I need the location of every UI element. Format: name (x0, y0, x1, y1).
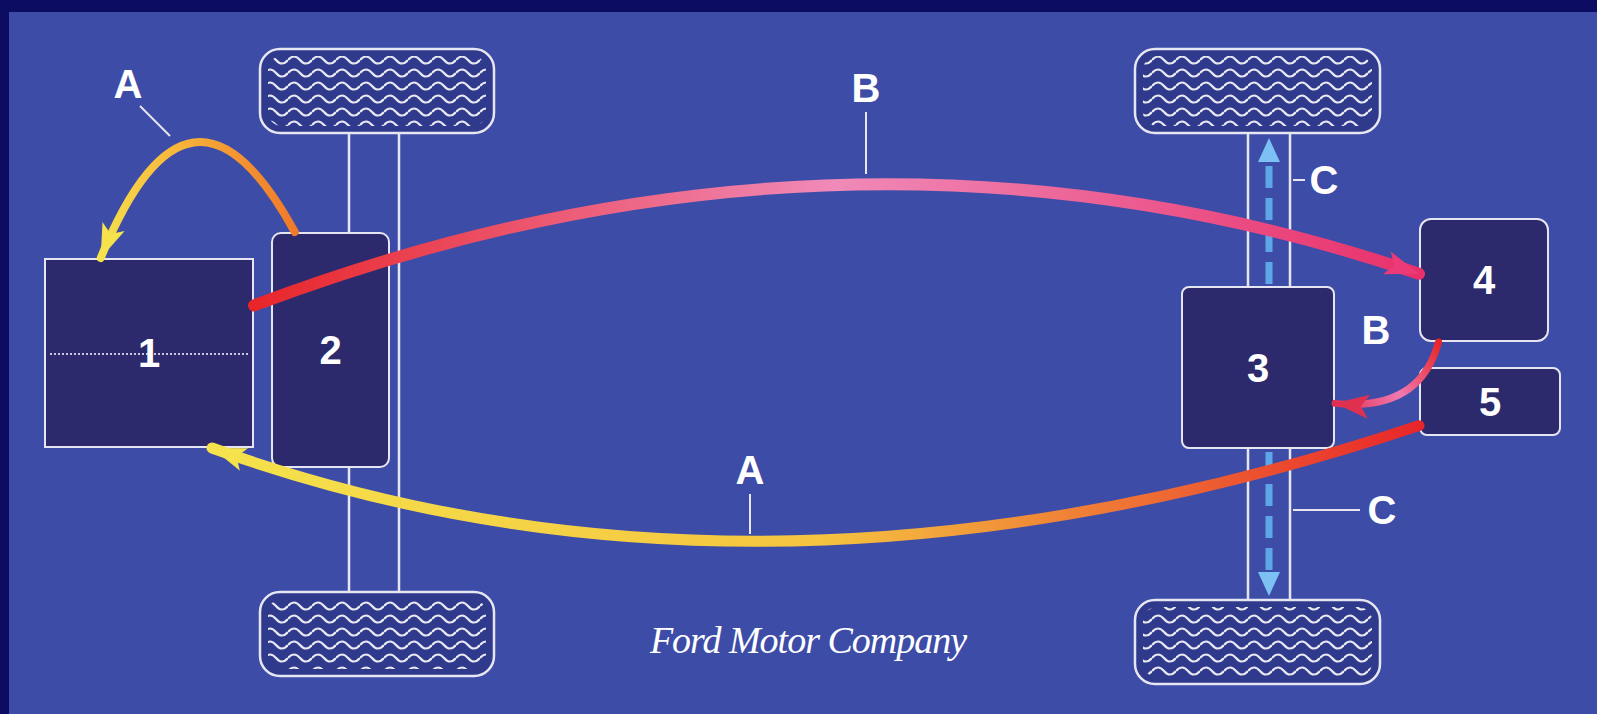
component-box: 4 (1419, 218, 1549, 342)
flow-label: A (733, 449, 768, 491)
flow-label: A (111, 63, 146, 105)
leader-line (140, 106, 1360, 534)
callout-number: 2 (319, 330, 341, 370)
force-label: C (1365, 489, 1400, 531)
logo-text: Ford Motor Company (647, 617, 969, 663)
component-box: 1 (44, 258, 254, 448)
callout-number: 1 (138, 333, 160, 373)
flow-label: B (1359, 309, 1394, 351)
component-box: 3 (1181, 286, 1335, 449)
callout-number: 4 (1473, 260, 1495, 300)
flow-arrow (101, 142, 295, 258)
component-box: 5 (1419, 367, 1561, 436)
callout-number: 5 (1479, 382, 1501, 422)
callout-number: 3 (1247, 348, 1269, 388)
tire (260, 49, 1380, 684)
flow-label: B (849, 67, 884, 109)
force-label: C (1307, 159, 1342, 201)
